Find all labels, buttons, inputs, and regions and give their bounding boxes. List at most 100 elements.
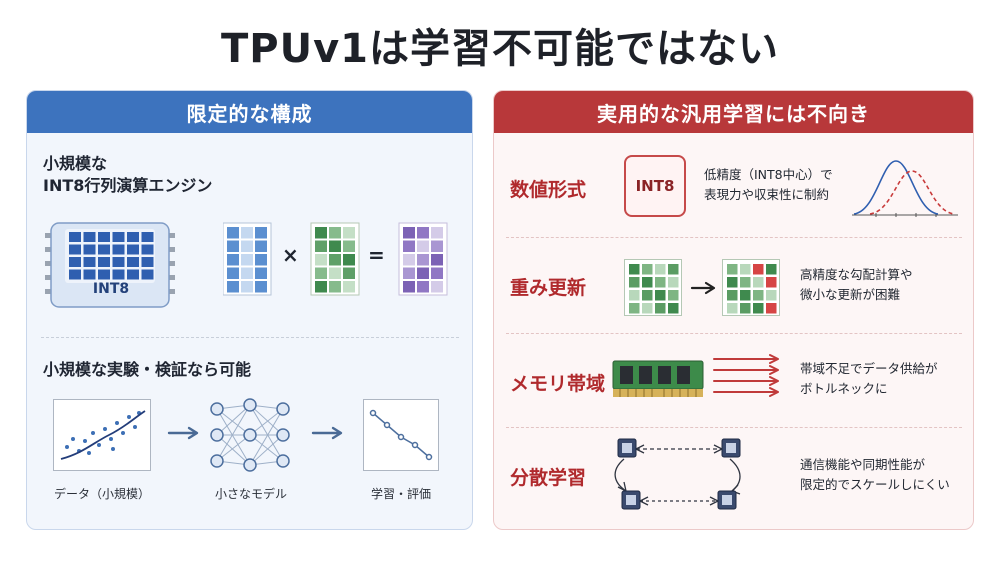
matrix-cell — [417, 267, 429, 279]
row-desc-distributed-learning: 通信機能や同期性能が 限定的でスケールしにくい — [800, 455, 950, 495]
matrix-cell — [417, 254, 429, 266]
step-label-data: データ（小規模） — [53, 487, 150, 501]
row-desc-line: 帯域不足でデータ供給が — [800, 361, 938, 376]
matrix-cell — [255, 267, 267, 279]
matrix-cell — [642, 264, 653, 275]
row-desc-line: 微小な更新が困難 — [800, 287, 901, 302]
row-desc-line: ボトルネックに — [800, 381, 888, 396]
row-label-memory-bandwidth: メモリ帯域 — [510, 373, 606, 395]
matrix-cell — [315, 281, 327, 293]
matrix-cell — [241, 281, 253, 293]
matrix-cell — [343, 227, 355, 239]
arrow-right-icon — [167, 426, 199, 440]
matrix-cell — [227, 254, 239, 266]
matrix-cell — [83, 232, 96, 242]
matrix-cell — [343, 254, 355, 266]
matrix-cell — [69, 269, 81, 280]
matrix-cell — [227, 240, 239, 252]
int8-badge: INT8 — [624, 155, 686, 217]
matrix-cell — [98, 269, 110, 280]
section-divider — [41, 337, 459, 338]
row-desc-numeric-format: 低精度（INT8中心）で 表現力や収束性に制約 — [704, 165, 833, 205]
limited-config-panel: 限定的な構成 小規模な INT8行列演算エンジン INT8 × = 小規模な実験… — [26, 90, 473, 530]
matrix-cell — [727, 290, 738, 301]
row-desc-line: 表現力や収束性に制約 — [704, 187, 830, 202]
matrix-cell — [740, 264, 751, 275]
matrix-cell — [642, 277, 653, 288]
matrix-cell — [112, 244, 125, 255]
row-divider — [506, 427, 962, 428]
matrix-cell — [766, 290, 777, 301]
matrix-cell — [98, 257, 110, 267]
matrix-cell — [417, 227, 429, 239]
matrix-cell — [403, 267, 415, 279]
matrix-cell — [343, 267, 355, 279]
row-label-numeric-format: 数値形式 — [510, 179, 587, 201]
memory-module-icon — [612, 360, 704, 397]
matrix-cell — [83, 244, 96, 255]
matrix-cell — [766, 277, 777, 288]
chip-label: INT8 — [92, 281, 130, 297]
matrix-cell — [417, 281, 429, 293]
matrix-cell — [141, 257, 154, 267]
matrix-cell — [668, 303, 679, 314]
matrix-cell — [241, 240, 253, 252]
matrix-cell — [241, 227, 253, 239]
matrix-cell — [753, 303, 764, 314]
weight-update-diagram — [624, 259, 780, 316]
matrix-cell — [227, 227, 239, 239]
matrix-cell — [343, 281, 355, 293]
matrix-cell — [141, 244, 154, 255]
matrix-cell — [315, 227, 327, 239]
matrix-cell — [629, 290, 640, 301]
matrix-cell — [255, 227, 267, 239]
matrix-cell — [417, 240, 429, 252]
matrix-cell — [329, 281, 341, 293]
matrix-cell — [727, 264, 738, 275]
matrix-cell — [127, 244, 139, 255]
arrow-right-icon — [311, 426, 343, 440]
equals-symbol: = — [368, 243, 385, 267]
matrix-cell — [753, 290, 764, 301]
matrix-cell — [127, 232, 139, 242]
matrix-cell — [255, 240, 267, 252]
small-experiment-title: 小規模な実験・検証なら可能 — [43, 360, 252, 379]
matrix-cell — [227, 267, 239, 279]
matrix-cell — [112, 269, 125, 280]
matrix-cell — [740, 290, 751, 301]
multiply-symbol: × — [282, 243, 299, 267]
distribution-curve-icon — [852, 160, 958, 217]
int8-engine-title-line1: 小規模な — [43, 154, 108, 173]
int8-engine-title-line2: INT8行列演算エンジン — [43, 176, 213, 195]
matrix-cell — [141, 232, 154, 242]
matrix-cell — [727, 277, 738, 288]
matrix-cell — [431, 281, 443, 293]
matrix-cell — [112, 257, 125, 267]
int8-badge-text: INT8 — [635, 177, 675, 195]
matrix-cell — [315, 267, 327, 279]
row-label-distributed-learning: 分散学習 — [510, 467, 587, 489]
matrix-cell — [642, 290, 653, 301]
matrix-cell — [629, 264, 640, 275]
row-desc-weight-update: 高精度な勾配計算や 微小な更新が困難 — [800, 265, 913, 305]
matrix-cell — [655, 303, 666, 314]
row-divider — [506, 237, 962, 238]
matrix-cell — [431, 267, 443, 279]
matrix-cell — [655, 290, 666, 301]
matrix-cell — [431, 240, 443, 252]
data-scatter-icon — [53, 399, 151, 471]
matrix-cell — [668, 264, 679, 275]
matrix-cell — [655, 277, 666, 288]
matrix-multiplication-diagram — [223, 222, 448, 296]
matrix-cell — [127, 257, 139, 267]
matrix-cell — [329, 267, 341, 279]
distributed-nodes-diagram — [614, 438, 741, 510]
left-panel-header: 限定的な構成 — [27, 91, 472, 133]
matrix-cell — [315, 240, 327, 252]
matrix-cell — [766, 303, 777, 314]
matrix-cell — [403, 227, 415, 239]
matrix-cell — [241, 267, 253, 279]
matrix-cell — [255, 254, 267, 266]
matrix-cell — [655, 264, 666, 275]
row-label-weight-update: 重み更新 — [510, 277, 587, 299]
